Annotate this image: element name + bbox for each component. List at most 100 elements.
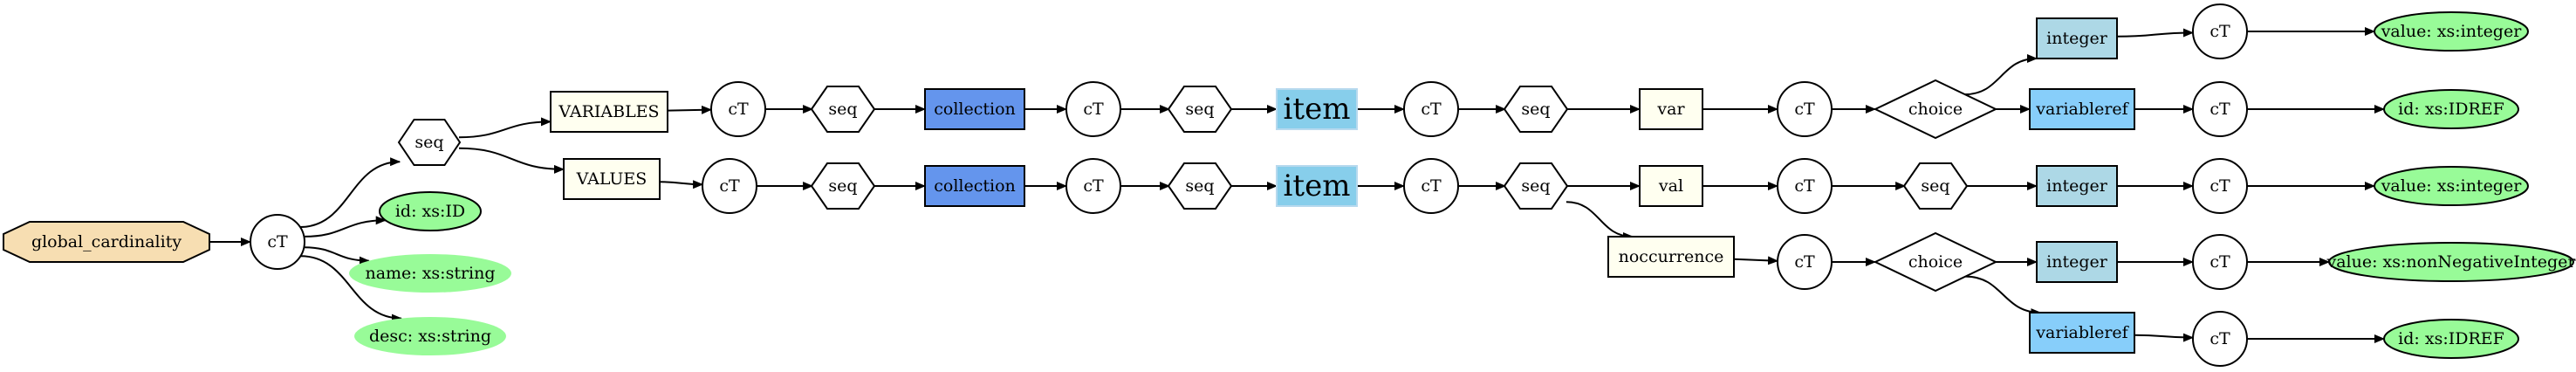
node-ct-ct10-label: cT [1794,176,1815,196]
edge-int1-to-ct5 [2116,28,2194,38]
node-ct-ct13-label: cT [2209,252,2230,272]
node-ct-ct5-label: cT [2209,22,2230,41]
node-ct-ct11-shape [2192,158,2248,214]
node-integer-int2-label: integer [2046,176,2108,196]
node-choice-choice2-shape [1873,231,1998,293]
node-ct-ct4-label: cT [1794,100,1815,119]
node-attr-idref2-label: id: xs:IDREF [2398,329,2504,348]
node-seq-seq7-shape [1902,162,1969,210]
node-seq-seq2: seq [1167,86,1233,133]
node-ct-ct11-label: cT [2209,176,2230,196]
node-item-item1-shape [1276,88,1358,130]
node-ct-ct5-shape [2192,3,2248,59]
node-integer-int3-label: integer [2046,252,2108,272]
node-choice-choice2: choice [1873,231,1998,293]
node-ct-ct6-label: cT [2209,100,2230,119]
edge-choice1-to-int1 [1964,54,2038,96]
node-item-item1-label: item [1284,92,1351,127]
node-ct-ct11: cT [2192,158,2248,214]
edge-ct0-to-name0 [304,246,370,265]
node-seq-seq2-shape [1167,86,1233,133]
node-seq-seq5-label: seq [1185,176,1214,196]
node-integer-int3-shape [2036,241,2118,283]
node-attr-plain-name0: name: xs:string [349,254,511,293]
node-ct-ct1: cT [710,81,766,137]
node-collection-coll1-shape [924,88,1025,130]
node-seq-seq5-shape [1167,162,1233,210]
node-seq-seq6-label: seq [1521,176,1550,196]
node-ct-ct9: cT [1403,158,1459,214]
edge-seq6-to-nocc [1565,201,1634,241]
node-ct-ct7-shape [702,158,757,214]
node-seq-seq6-shape [1503,162,1569,210]
edge-choice2-to-vref2 [1965,275,2042,317]
node-ct-ct7: cT [702,158,757,214]
node-item-item2-shape [1276,165,1358,207]
node-element-nocc-shape [1607,236,1735,278]
node-ct-ct1-label: cT [728,100,749,119]
node-element-val-label: val [1658,176,1683,196]
node-root-root-shape [3,221,210,263]
node-attr-val3: value: xs:nonNegativeInteger [2326,242,2576,282]
node-ct-ct6-shape [2192,81,2248,137]
node-attr-val3-label: value: xs:nonNegativeInteger [2326,252,2576,272]
node-integer-int1-label: integer [2046,29,2108,48]
node-ct-ct13: cT [2192,234,2248,290]
node-ct-ct3-shape [1403,81,1459,137]
node-seq-seq4-shape [810,162,876,210]
node-seq-seq0: seq [397,119,462,166]
node-element-values: VALUES [563,158,661,200]
node-ct-ct5: cT [2192,3,2248,59]
node-ct-ct0-shape [250,214,305,270]
node-ct-ct3-label: cT [1421,100,1442,119]
node-integer-int1: integer [2036,17,2118,59]
node-collection-coll2-shape [924,165,1025,207]
node-element-values-label: VALUES [576,169,647,189]
node-attr-plain-name0-shape [349,254,511,293]
node-integer-int2-shape [2036,165,2118,207]
node-seq-seq2-label: seq [1185,100,1214,119]
node-ct-ct1-shape [710,81,766,137]
node-variableref-vref1-shape [2029,88,2135,130]
edges-layer [206,27,2385,343]
node-seq-seq0-shape [397,119,462,166]
node-integer-int3: integer [2036,241,2118,283]
node-integer-int1-shape [2036,17,2118,59]
node-element-nocc: noccurrence [1607,236,1735,278]
node-element-variables-shape [550,91,668,133]
node-attr-val2-shape [2374,166,2529,206]
node-attr-idref1: id: xs:IDREF [2383,89,2519,129]
node-collection-coll1-label: collection [934,100,1016,119]
edge-ct0-to-id0 [304,216,387,238]
node-seq-seq3-shape [1503,86,1569,133]
node-ct-ct6: cT [2192,81,2248,137]
node-attr-val1-shape [2374,11,2529,52]
node-element-var-label: var [1656,100,1685,119]
node-variableref-vref2: variableref [2029,312,2135,354]
node-element-val-shape [1639,165,1703,207]
node-variableref-vref2-label: variableref [2035,323,2129,342]
node-attr-id0-shape [379,191,482,231]
node-seq-seq3: seq [1503,86,1569,133]
node-seq-seq4-label: seq [828,176,857,196]
node-ct-ct10-shape [1777,158,1833,214]
node-element-val: val [1639,165,1703,207]
node-ct-ct9-label: cT [1421,176,1442,196]
node-choice-choice1-shape [1873,79,1998,140]
node-ct-ct0-label: cT [267,232,288,251]
node-seq-seq7: seq [1902,162,1969,210]
node-attr-idref2-shape [2383,319,2519,359]
node-attr-idref1-label: id: xs:IDREF [2398,100,2504,119]
node-ct-ct8: cT [1065,158,1121,214]
node-variableref-vref1-label: variableref [2035,100,2129,119]
node-attr-plain-desc0-label: desc: xs:string [369,327,491,346]
node-ct-ct8-shape [1065,158,1121,214]
node-attr-val1: value: xs:integer [2374,11,2529,52]
edge-seq0-to-variables [458,117,552,139]
node-element-var-shape [1639,88,1703,130]
node-seq-seq6: seq [1503,162,1569,210]
node-seq-seq0-label: seq [414,133,443,152]
edge-ct0-to-desc0 [300,255,402,323]
